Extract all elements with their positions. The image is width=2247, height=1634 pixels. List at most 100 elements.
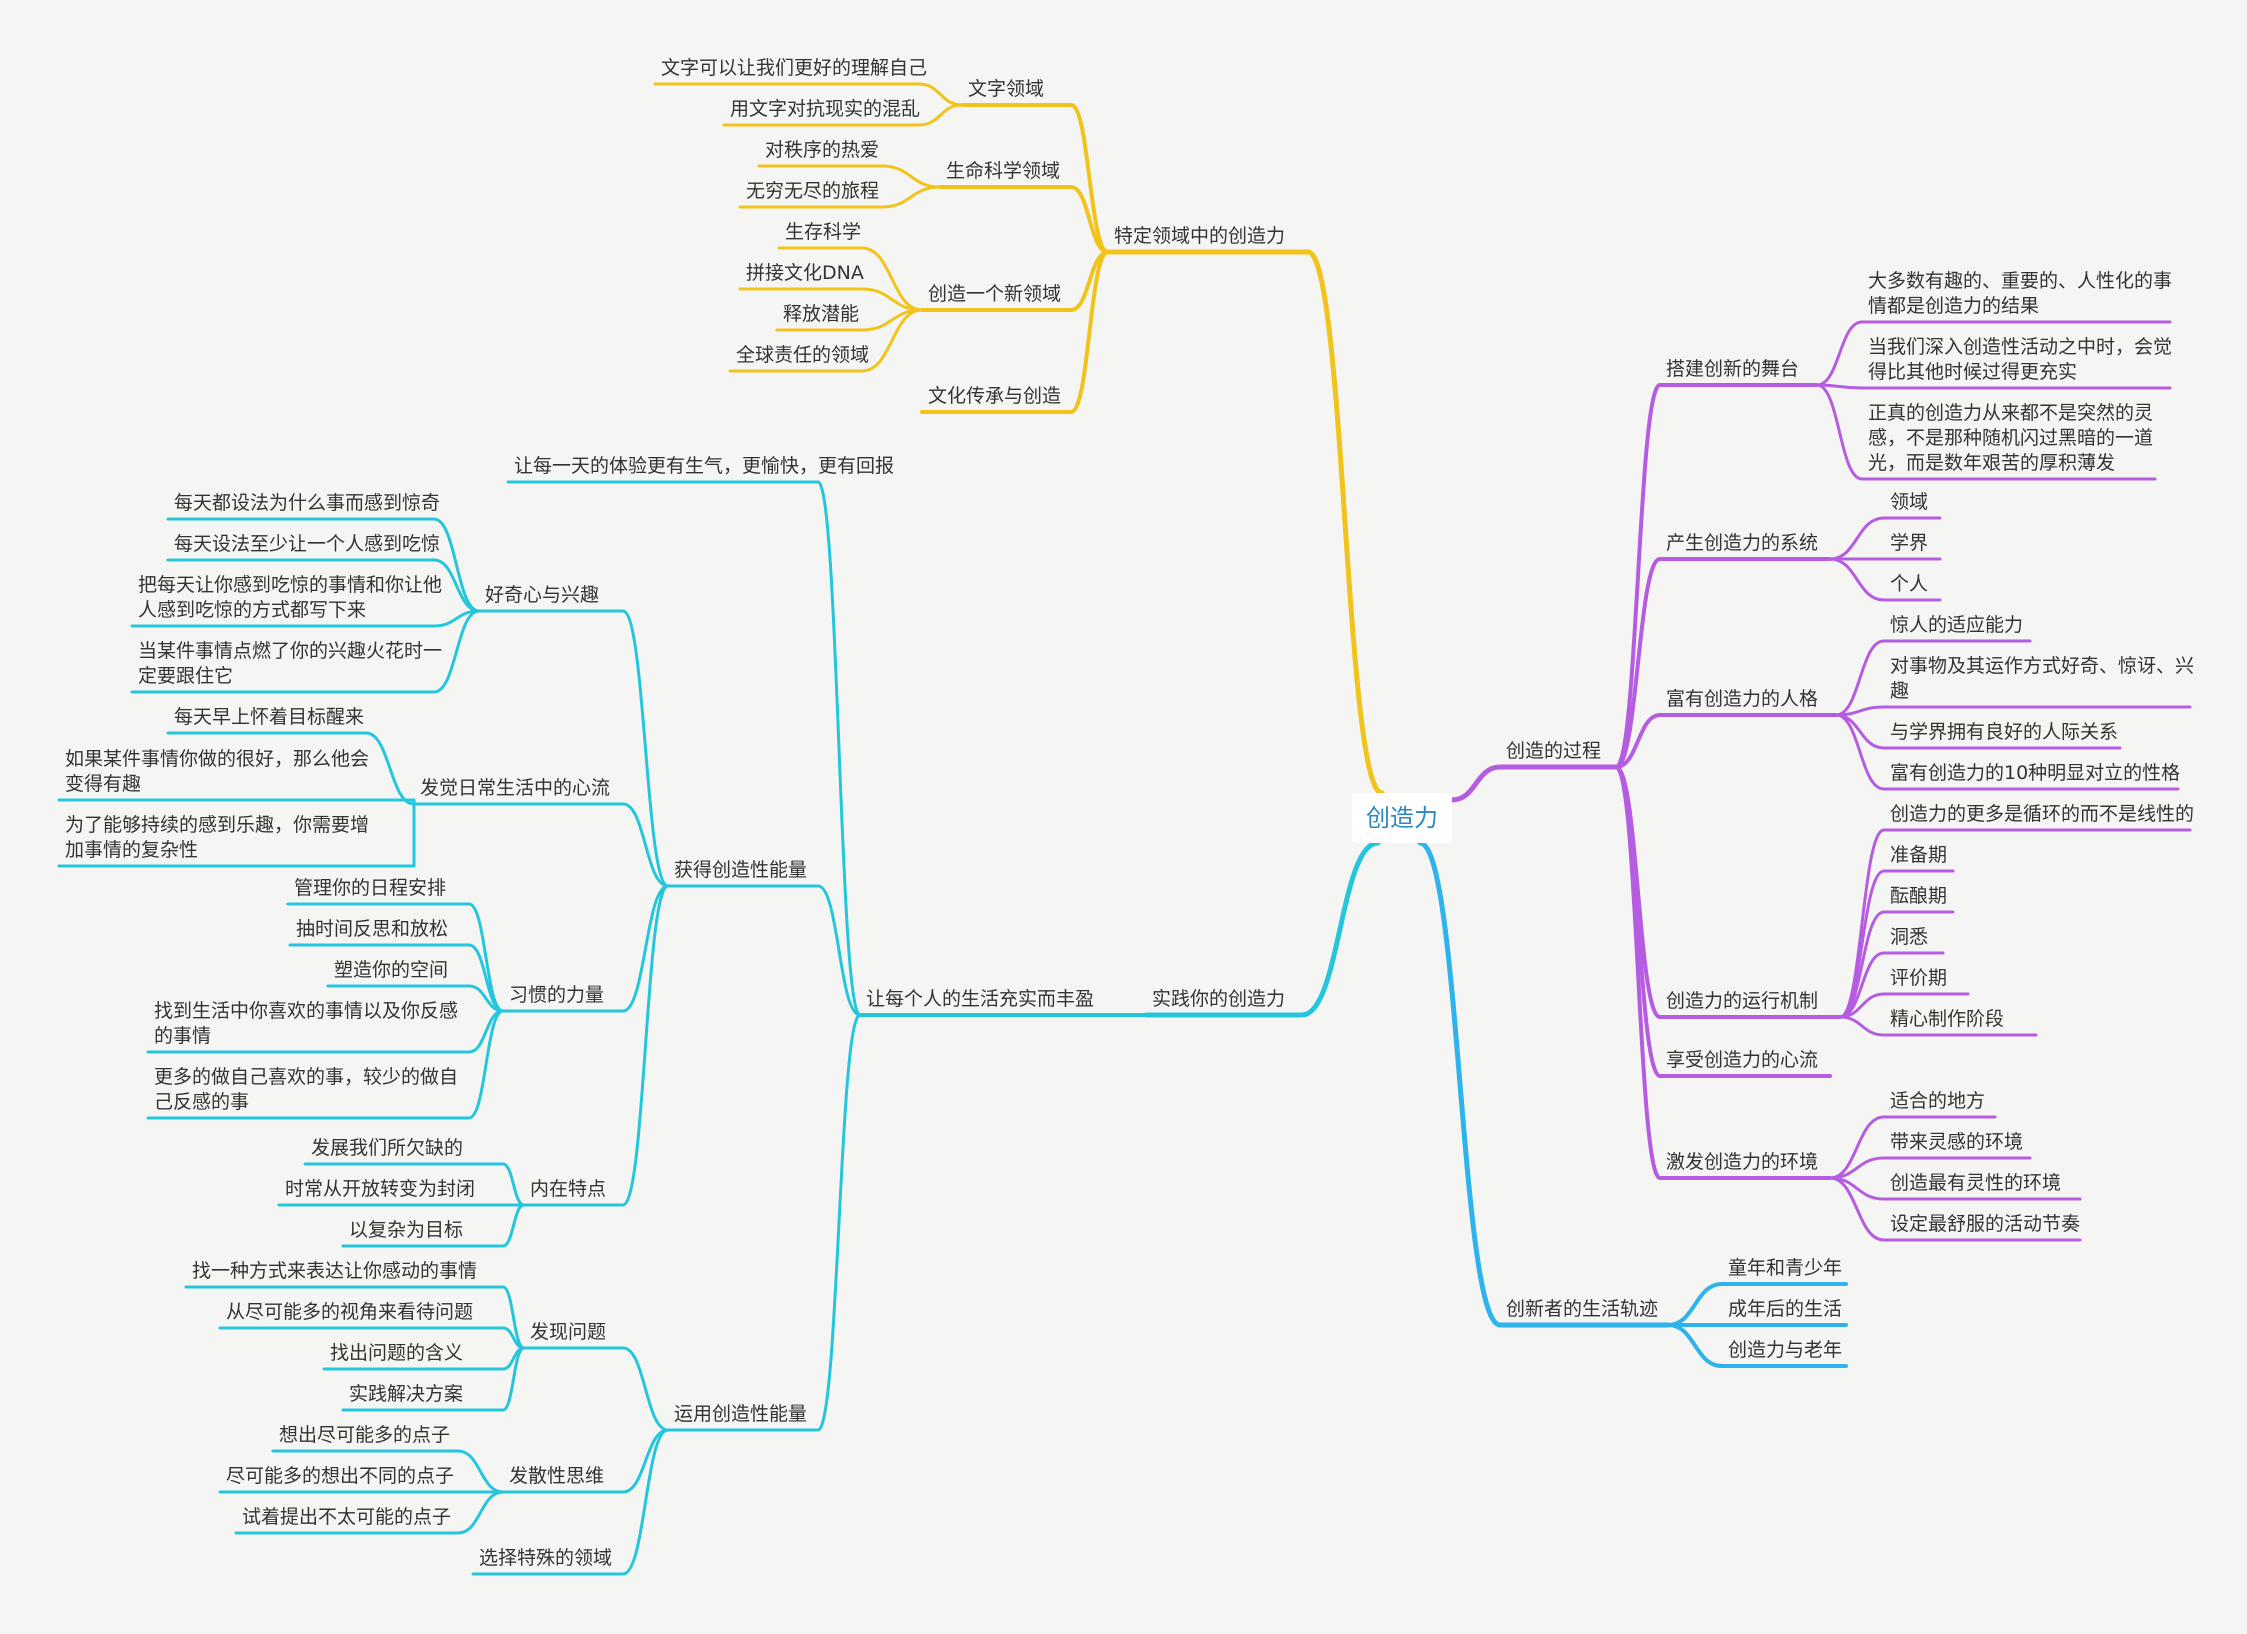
topic-node-2-3-1[interactable]: 准备期 bbox=[1890, 844, 1947, 866]
topic-node-2-0-2[interactable]: 正真的创造力从来都不是突然的灵感，不是那种随机闪过黑暗的一道光，而是数年艰苦的厚… bbox=[1868, 402, 2153, 474]
topic-node-0-0-0[interactable]: 文字可以让我们更好的理解自己 bbox=[661, 57, 927, 79]
topic-node-2-3-5[interactable]: 精心制作阶段 bbox=[1890, 1008, 2004, 1030]
topic-node-0-2-1[interactable]: 拼接文化DNA bbox=[746, 262, 864, 284]
edge-1-0-1-0-3 bbox=[432, 609, 481, 694]
topic-node-2-2-2[interactable]: 与学界拥有良好的人际关系 bbox=[1890, 721, 2118, 743]
edge-2-5 bbox=[1614, 765, 1662, 1180]
topic-node-1-0-2-0-3[interactable]: 实践解决方案 bbox=[349, 1383, 463, 1405]
topic-node-0-0-1[interactable]: 用文字对抗现实的混乱 bbox=[730, 98, 920, 120]
topic-node-1-0-2-0-0[interactable]: 找一种方式来表达让你感动的事情 bbox=[192, 1260, 477, 1282]
topic-node-0-1[interactable]: 生命科学领域 bbox=[946, 160, 1060, 182]
topic-node-1-0-2[interactable]: 运用创造性能量 bbox=[674, 1403, 807, 1425]
edge-2-2-0 bbox=[1834, 639, 1886, 717]
topic-node-1-0-1-2-3[interactable]: 找到生活中你喜欢的事情以及你反感的事情 bbox=[154, 1000, 458, 1047]
topic-node-2-1-2[interactable]: 个人 bbox=[1890, 573, 1928, 595]
topic-node-2-2[interactable]: 富有创造力的人格 bbox=[1666, 688, 1818, 710]
topic-node-2-0-0[interactable]: 大多数有趣的、重要的、人性化的事情都是创造力的结果 bbox=[1868, 270, 2172, 317]
topic-node-1-0-1-1-2[interactable]: 为了能够持续的感到乐趣，你需要增加事情的复杂性 bbox=[65, 814, 369, 861]
edge-1-0-2-0 bbox=[621, 1346, 670, 1432]
topic-node-0-2[interactable]: 创造一个新领域 bbox=[928, 283, 1061, 305]
edge-0 bbox=[1305, 249, 1385, 796]
topic-node-1-0-1-2-2[interactable]: 塑造你的空间 bbox=[334, 959, 448, 981]
topic-node-2-3-2[interactable]: 酝酿期 bbox=[1890, 885, 1947, 907]
topic-node-2-1[interactable]: 产生创造力的系统 bbox=[1666, 532, 1818, 554]
topic-node-2-1-0[interactable]: 领域 bbox=[1890, 491, 1928, 513]
topic-node-2-3-4[interactable]: 评价期 bbox=[1890, 967, 1947, 989]
topic-node-2-4[interactable]: 享受创造力的心流 bbox=[1666, 1049, 1818, 1071]
edge-2-4 bbox=[1614, 765, 1662, 1078]
edge-1-0-2 bbox=[816, 1013, 862, 1432]
branch-node-1[interactable]: 实践你的创造力 bbox=[1152, 988, 1285, 1010]
topic-node-0-1-0[interactable]: 对秩序的热爱 bbox=[765, 139, 879, 161]
topic-node-1-0[interactable]: 让每个人的生活充实而丰盈 bbox=[866, 988, 1094, 1010]
topic-node-2-3-3[interactable]: 洞悉 bbox=[1890, 926, 1928, 948]
topic-node-1-0-2-1-1[interactable]: 尽可能多的想出不同的点子 bbox=[226, 1465, 454, 1487]
topic-node-2-5-0[interactable]: 适合的地方 bbox=[1890, 1090, 1985, 1112]
edge-2-5-3 bbox=[1828, 1176, 1886, 1242]
topic-node-2-2-1[interactable]: 对事物及其运作方式好奇、惊讶、兴趣 bbox=[1890, 655, 2194, 702]
topic-node-1-0-1-3-1[interactable]: 时常从开放转变为封闭 bbox=[285, 1178, 475, 1200]
topic-node-2-0[interactable]: 搭建创新的舞台 bbox=[1666, 358, 1799, 380]
edge-2-3-5 bbox=[1838, 1015, 1886, 1037]
topic-node-2-1-1[interactable]: 学界 bbox=[1890, 532, 1928, 554]
topic-node-2-2-0[interactable]: 惊人的适应能力 bbox=[1890, 614, 2023, 636]
topic-node-1-0-1-1-0[interactable]: 每天早上怀着目标醒来 bbox=[174, 706, 364, 728]
topic-node-1-0-1-0-0[interactable]: 每天都设法为什么事而感到惊奇 bbox=[174, 492, 440, 514]
edge-1 bbox=[1299, 840, 1381, 1018]
topic-node-1-0-1-3[interactable]: 内在特点 bbox=[530, 1178, 606, 1200]
topic-node-1-0-2-2[interactable]: 选择特殊的领域 bbox=[479, 1547, 612, 1569]
edge-1-0-1-0-0 bbox=[432, 517, 481, 613]
topic-node-1-0-2-1-2[interactable]: 试着提出不太可能的点子 bbox=[242, 1506, 451, 1528]
topic-node-1-0-1-1-1[interactable]: 如果某件事情你做的很好，那么他会变得有趣 bbox=[65, 748, 369, 795]
edge-0-1 bbox=[1069, 185, 1110, 254]
topic-node-3-1[interactable]: 成年后的生活 bbox=[1728, 1298, 1842, 1320]
topic-node-1-0-0[interactable]: 让每一天的体验更有生气，更愉快，更有回报 bbox=[514, 455, 894, 477]
edge-2-0 bbox=[1614, 383, 1662, 769]
topic-node-0-0[interactable]: 文字领域 bbox=[968, 78, 1044, 100]
topic-node-2-5-1[interactable]: 带来灵感的环境 bbox=[1890, 1131, 2023, 1153]
topic-node-0-2-0[interactable]: 生存科学 bbox=[785, 221, 861, 243]
topic-node-0-1-1[interactable]: 无穷无尽的旅程 bbox=[746, 180, 879, 202]
root-node-box[interactable] bbox=[1352, 793, 1452, 843]
topic-node-2-2-3[interactable]: 富有创造力的10种明显对立的性格 bbox=[1890, 762, 2180, 784]
topic-node-1-0-2-0-2[interactable]: 找出问题的含义 bbox=[330, 1342, 463, 1364]
topic-node-1-0-1-0-3[interactable]: 当某件事情点燃了你的兴趣火花时一定要跟住它 bbox=[138, 640, 442, 687]
topic-node-0-2-2[interactable]: 释放潜能 bbox=[783, 303, 859, 325]
topic-node-1-0-1-3-0[interactable]: 发展我们所欠缺的 bbox=[311, 1137, 463, 1159]
edge-0-1-0 bbox=[880, 164, 942, 189]
topic-node-1-0-2-1[interactable]: 发散性思维 bbox=[509, 1465, 604, 1487]
topic-node-2-5-3[interactable]: 设定最舒服的活动节奏 bbox=[1890, 1213, 2080, 1235]
edge-2-1-0 bbox=[1828, 516, 1886, 561]
topic-node-1-0-1-0-2[interactable]: 把每天让你感到吃惊的事情和你让他人感到吃惊的方式都写下来 bbox=[138, 574, 442, 621]
topic-node-1-0-2-1-0[interactable]: 想出尽可能多的点子 bbox=[279, 1424, 450, 1446]
topic-node-2-0-1[interactable]: 当我们深入创造性活动之中时，会觉得比其他时候过得更充实 bbox=[1868, 336, 2172, 383]
topic-node-1-0-1[interactable]: 获得创造性能量 bbox=[674, 859, 807, 881]
node-underlines bbox=[57, 82, 2192, 1576]
topic-node-1-0-1-2[interactable]: 习惯的力量 bbox=[509, 984, 604, 1006]
root-node[interactable]: 创造力 bbox=[1366, 804, 1438, 832]
topic-node-1-0-1-2-0[interactable]: 管理你的日程安排 bbox=[294, 877, 446, 899]
branch-node-2[interactable]: 创造的过程 bbox=[1506, 740, 1601, 762]
topic-node-1-0-1-3-2[interactable]: 以复杂为目标 bbox=[349, 1219, 463, 1241]
topic-node-3-2[interactable]: 创造力与老年 bbox=[1728, 1339, 1842, 1361]
topic-node-1-0-1-1[interactable]: 发觉日常生活中的心流 bbox=[420, 777, 610, 799]
topic-node-1-0-2-0[interactable]: 发现问题 bbox=[530, 1321, 606, 1343]
branch-node-0[interactable]: 特定领域中的创造力 bbox=[1114, 225, 1285, 247]
topic-node-2-3-0[interactable]: 创造力的更多是循环的而不是线性的 bbox=[1890, 803, 2194, 825]
edge-1-0-2-0-3 bbox=[501, 1346, 526, 1412]
topic-node-1-0-1-2-4[interactable]: 更多的做自己喜欢的事，较少的做自己反感的事 bbox=[154, 1066, 458, 1113]
topic-node-1-0-1-0-1[interactable]: 每天设法至少让一个人感到吃惊 bbox=[174, 533, 440, 555]
branch-node-3[interactable]: 创新者的生活轨迹 bbox=[1506, 1298, 1658, 1320]
topic-node-0-2-3[interactable]: 全球责任的领域 bbox=[736, 344, 869, 366]
edge-1-0-1-3-2 bbox=[501, 1203, 526, 1248]
topic-node-0-3[interactable]: 文化传承与创造 bbox=[928, 385, 1061, 407]
topic-node-1-0-1-0[interactable]: 好奇心与兴趣 bbox=[485, 584, 599, 606]
topic-node-2-5-2[interactable]: 创造最有灵性的环境 bbox=[1890, 1172, 2061, 1194]
topic-node-1-0-2-0-1[interactable]: 从尽可能多的视角来看待问题 bbox=[226, 1301, 473, 1323]
edge-2-0-2 bbox=[1815, 383, 1864, 481]
topic-node-2-3[interactable]: 创造力的运行机制 bbox=[1666, 990, 1818, 1012]
topic-node-2-5[interactable]: 激发创造力的环境 bbox=[1666, 1151, 1818, 1173]
topic-node-1-0-1-2-1[interactable]: 抽时间反思和放松 bbox=[296, 918, 448, 940]
topic-node-3-0[interactable]: 童年和青少年 bbox=[1728, 1257, 1842, 1279]
edge-1-0-1-2 bbox=[621, 884, 670, 1013]
